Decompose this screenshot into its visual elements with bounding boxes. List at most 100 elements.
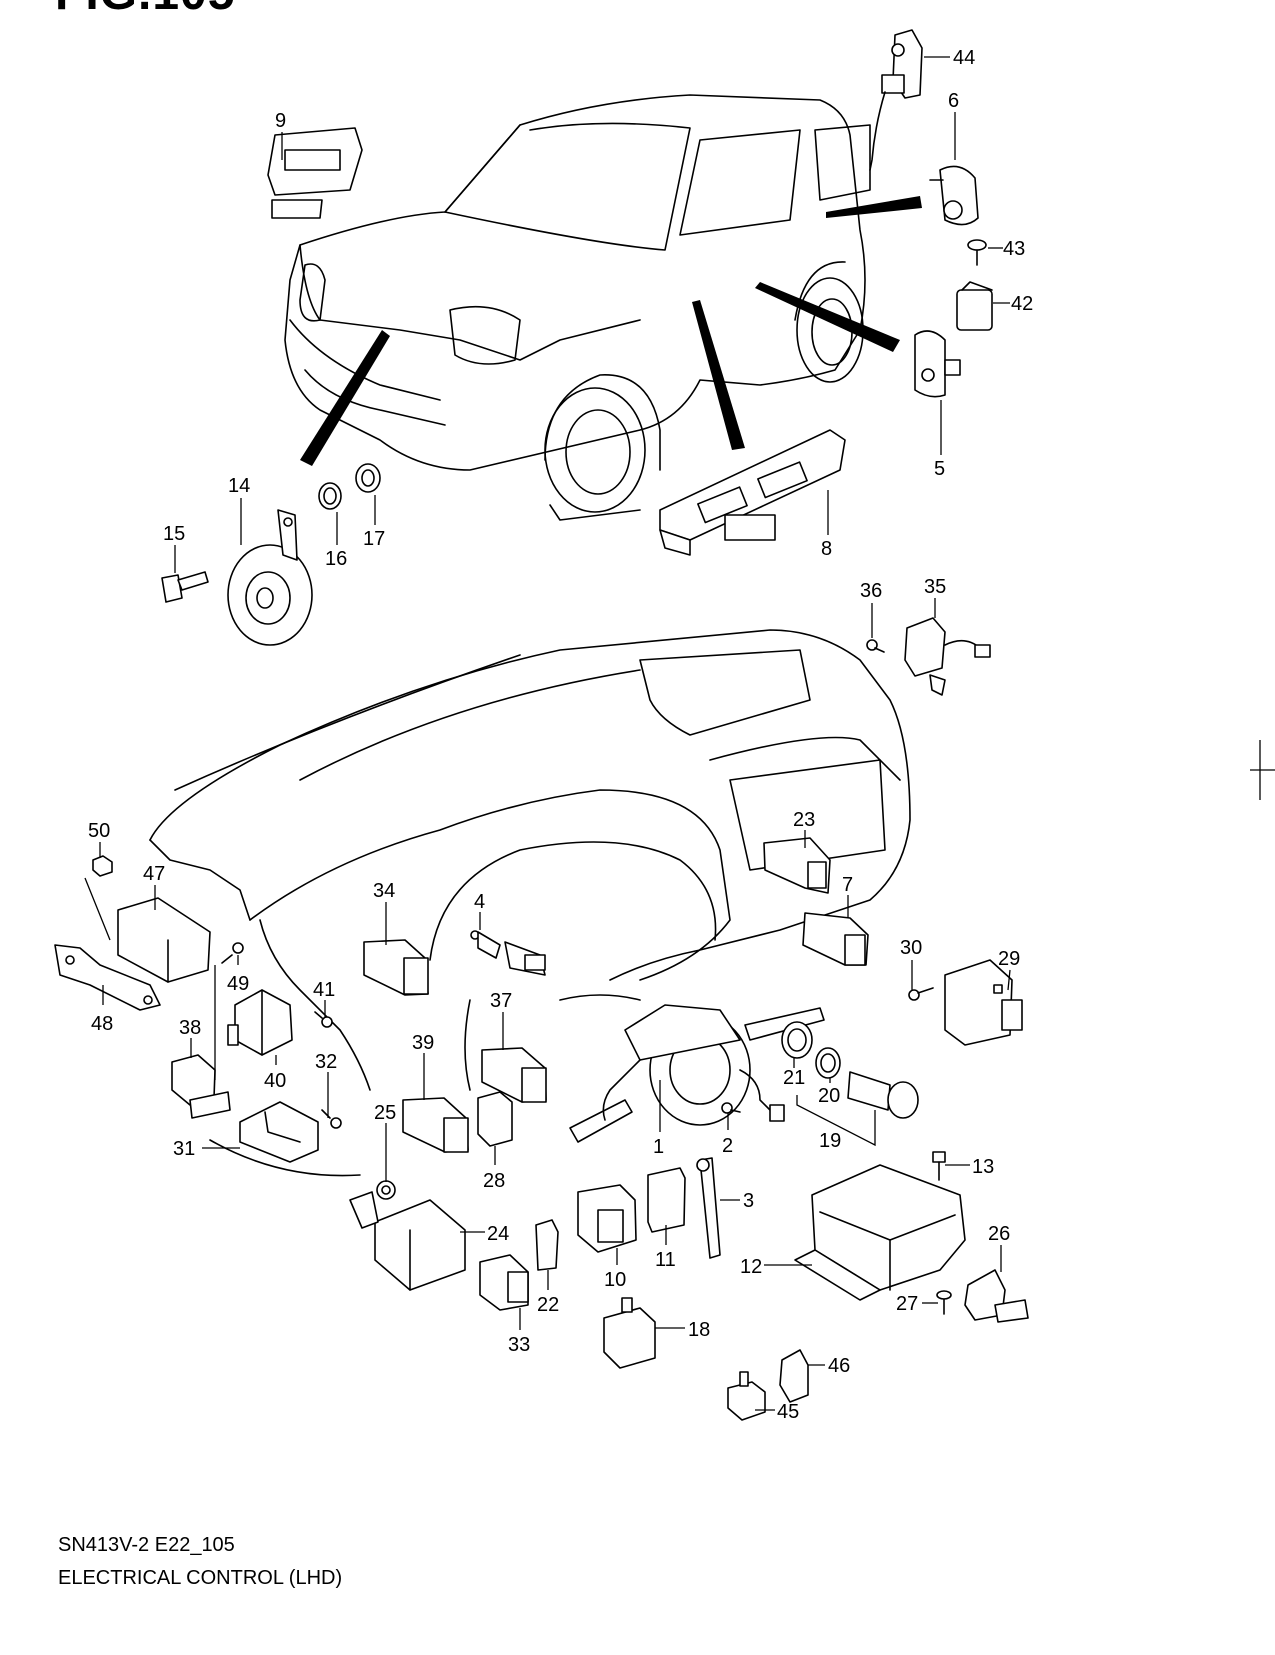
callout-37: 37 <box>490 990 512 1012</box>
callout-43: 43 <box>1003 238 1025 260</box>
part-17-lock-washer <box>355 463 381 493</box>
part-36-screw <box>866 639 885 653</box>
leader-lines <box>84 56 1011 1411</box>
part-19-cigar-lighter <box>847 1071 919 1119</box>
part-35-module <box>904 617 991 696</box>
part-45-connector <box>727 1371 766 1421</box>
callout-30: 30 <box>900 937 922 959</box>
callout-38: 38 <box>179 1017 201 1039</box>
callout-18: 18 <box>688 1319 710 1341</box>
callout-34: 34 <box>373 880 395 902</box>
part-6-courtesy-switch <box>929 165 979 226</box>
callout-15: 15 <box>163 523 185 545</box>
figure-name: ELECTRICAL CONTROL (LHD) <box>58 1567 343 1589</box>
part-38-relay <box>171 1054 231 1119</box>
part-30-screw <box>908 987 934 1001</box>
figure-code: SN413V-2 E22_105 <box>58 1534 235 1556</box>
pointer-wedge-courtesy <box>826 196 922 218</box>
part-44-sensor <box>869 29 923 171</box>
part-49-screw <box>221 942 244 964</box>
callout-19: 19 <box>819 1130 841 1152</box>
callout-49: 49 <box>227 973 249 995</box>
callout-44: 44 <box>953 47 975 69</box>
part-10-switch <box>577 1184 637 1253</box>
callout-45: 45 <box>777 1401 799 1423</box>
part-40-relay <box>227 989 293 1056</box>
part-7-switch <box>802 912 869 966</box>
part-5-switch <box>914 330 961 398</box>
callout-16: 16 <box>325 548 347 570</box>
part-1-combination-switch <box>569 1004 825 1143</box>
part-16-washer <box>318 482 342 510</box>
part-20-ring <box>815 1047 841 1079</box>
part-9-window-switch <box>267 127 363 219</box>
callout-25: 25 <box>374 1102 396 1124</box>
callout-17: 17 <box>363 528 385 550</box>
part-39-switch <box>402 1097 469 1153</box>
callout-32: 32 <box>315 1051 337 1073</box>
callout-22: 22 <box>537 1294 559 1316</box>
pointer-wedge-rear-switch <box>755 282 900 352</box>
callout-14: 14 <box>228 475 250 497</box>
part-4-stop-lamp-switch <box>470 930 546 976</box>
callout-13: 13 <box>972 1156 994 1178</box>
callout-8: 8 <box>821 538 832 560</box>
callout-9: 9 <box>275 110 286 132</box>
part-37-switch <box>481 1047 547 1103</box>
part-31-bracket <box>239 1101 319 1163</box>
part-15-bolt <box>161 571 209 603</box>
dashboard-drawing <box>149 629 911 1177</box>
callout-4: 4 <box>474 891 485 913</box>
part-46-bracket <box>779 1349 809 1403</box>
part-23-hazard-switch <box>763 837 831 894</box>
callout-35: 35 <box>924 576 946 598</box>
callout-5: 5 <box>934 458 945 480</box>
callout-50: 50 <box>88 820 110 842</box>
part-11-cap <box>647 1167 686 1233</box>
callout-39: 39 <box>412 1032 434 1054</box>
part-3-clip <box>696 1157 721 1259</box>
callout-24: 24 <box>487 1223 509 1245</box>
part-18-relay <box>603 1297 656 1369</box>
callout-28: 28 <box>483 1170 505 1192</box>
part-43-screw <box>967 239 987 266</box>
callout-41: 41 <box>313 979 335 1001</box>
callout-12: 12 <box>740 1256 762 1278</box>
part-24-module <box>349 1191 466 1291</box>
pointer-wedge-horn <box>300 330 390 466</box>
callout-29: 29 <box>998 948 1020 970</box>
part-12-airbag-module <box>794 1164 966 1301</box>
callout-23: 23 <box>793 809 815 831</box>
part-47-module <box>117 897 211 983</box>
part-13-bolt <box>932 1151 946 1181</box>
callout-7: 7 <box>842 874 853 896</box>
callout-33: 33 <box>508 1334 530 1356</box>
part-33-switch <box>479 1254 529 1311</box>
part-28-cap <box>477 1091 513 1147</box>
callout-3: 3 <box>743 1190 754 1212</box>
callout-11: 11 <box>655 1249 676 1271</box>
callout-6: 6 <box>948 90 959 112</box>
callout-46: 46 <box>828 1355 850 1377</box>
callout-10: 10 <box>604 1269 626 1291</box>
callout-48: 48 <box>91 1013 113 1035</box>
part-41-screw <box>314 1011 333 1028</box>
part-2-screw <box>721 1102 741 1114</box>
part-26-sensor <box>964 1269 1029 1323</box>
callout-27: 27 <box>896 1293 918 1315</box>
callout-numbers: 44 6 43 42 5 9 8 14 15 16 17 35 36 23 7 … <box>88 47 1033 1423</box>
part-48-bracket <box>54 944 161 1011</box>
part-25-washer <box>376 1180 396 1200</box>
callout-21: 21 <box>783 1067 805 1089</box>
callout-2: 2 <box>722 1135 733 1157</box>
part-21-ring <box>781 1021 813 1059</box>
part-32-screw <box>321 1109 342 1129</box>
callout-31: 31 <box>173 1138 195 1160</box>
part-27-screw <box>936 1290 952 1315</box>
vehicle-exterior-drawing <box>284 94 871 521</box>
figure-title: FIG.105 <box>55 0 235 21</box>
part-42-relay <box>956 281 993 331</box>
pointer-wedge-window-switch <box>692 300 745 450</box>
